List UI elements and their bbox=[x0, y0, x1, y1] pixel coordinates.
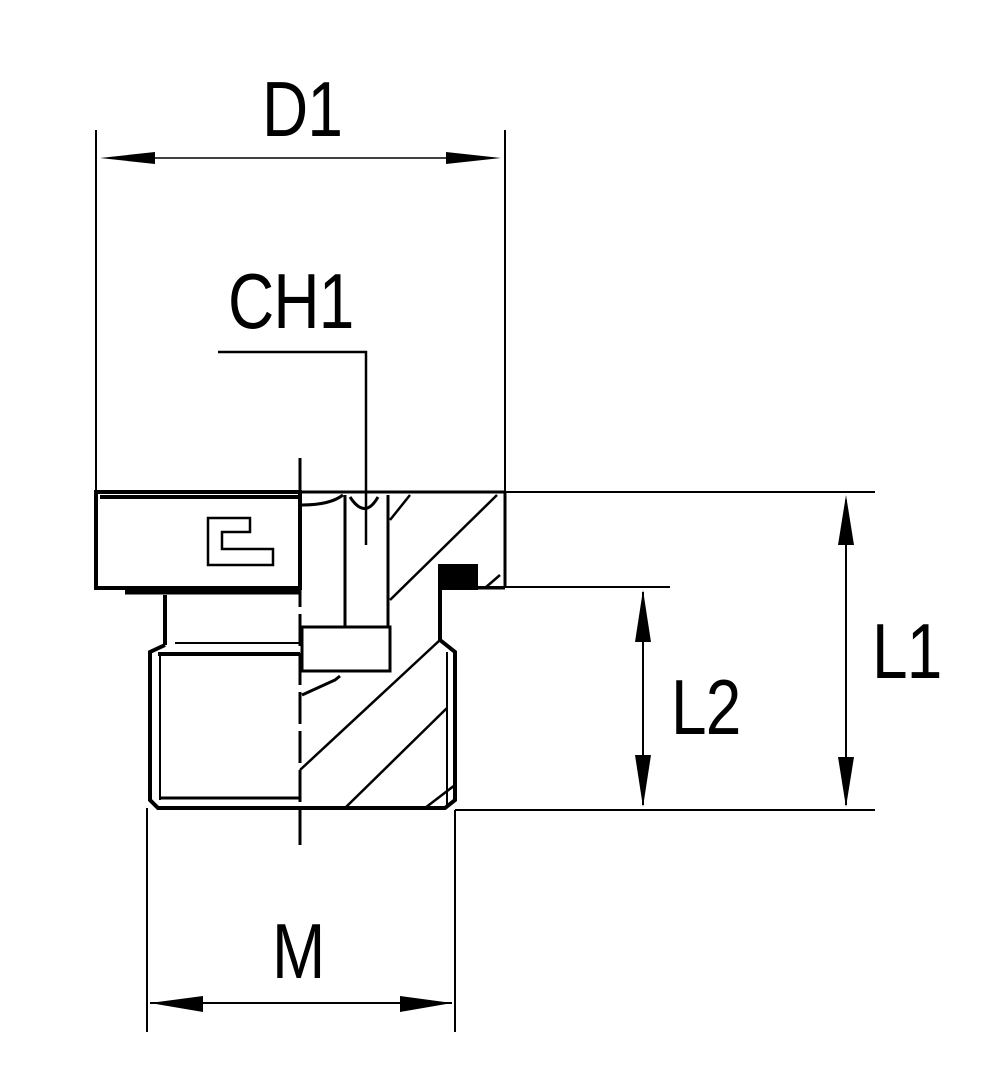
seal-ring bbox=[438, 564, 478, 590]
section-hatching bbox=[299, 494, 501, 809]
dimension-l1-l2 bbox=[455, 491, 875, 811]
plug-thread-outer bbox=[148, 595, 300, 810]
label-ch1: CH1 bbox=[228, 257, 354, 345]
label-l1: L1 bbox=[872, 607, 942, 695]
plug-section bbox=[299, 490, 507, 810]
label-l2: L2 bbox=[671, 663, 741, 751]
brand-logo-icon bbox=[206, 516, 275, 567]
label-d1: D1 bbox=[262, 65, 343, 153]
dimension-d1 bbox=[95, 130, 506, 492]
dimension-m bbox=[146, 808, 456, 1032]
label-m: M bbox=[272, 907, 325, 995]
plug-head bbox=[94, 490, 302, 595]
leader-ch1 bbox=[218, 350, 368, 545]
